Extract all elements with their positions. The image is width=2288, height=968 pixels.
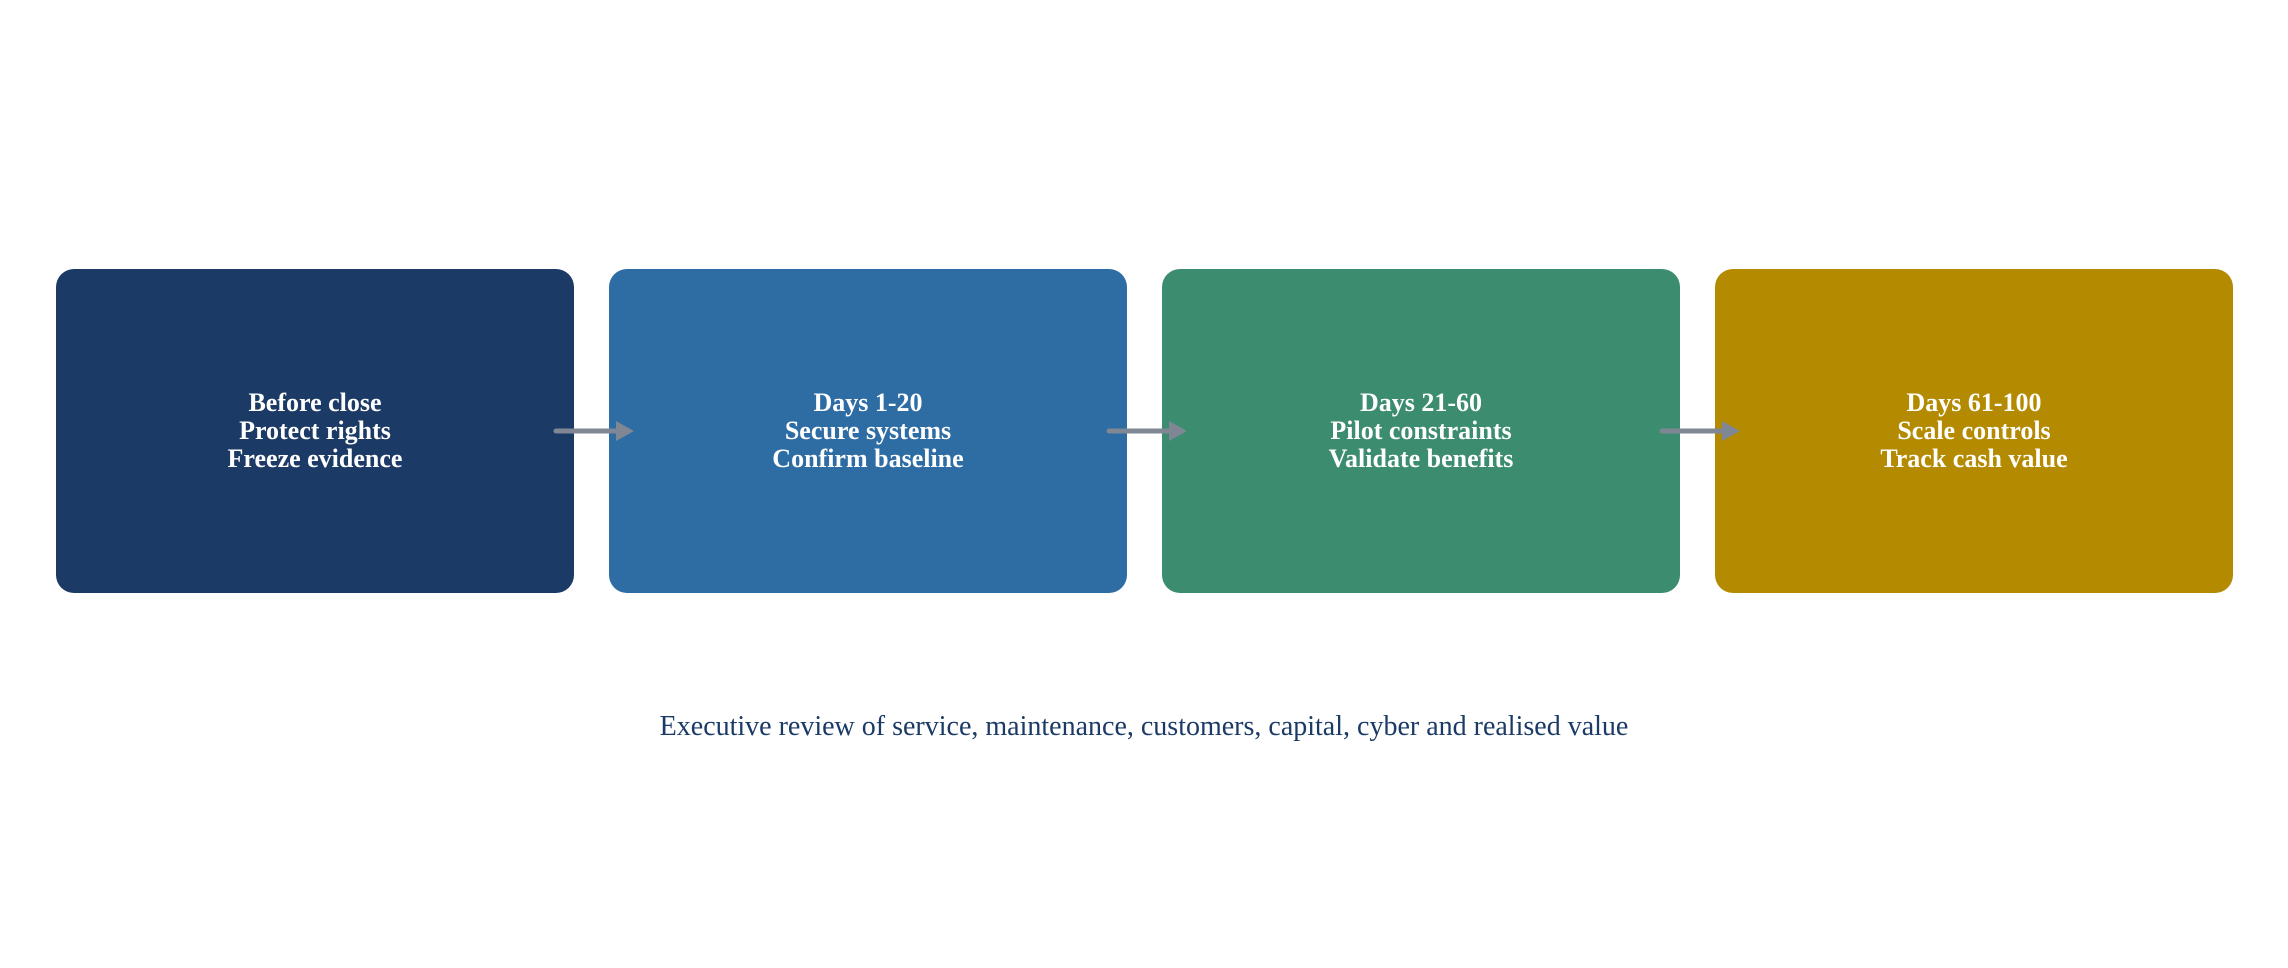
phase-box-days-61-100: Days 61-100 Scale controls Track cash va…: [1715, 269, 2233, 593]
phase-step-2: Confirm baseline: [772, 444, 964, 473]
phase-box-days-21-60: Days 21-60 Pilot constraints Validate be…: [1162, 269, 1680, 593]
phase-step-1: Protect rights: [239, 416, 391, 445]
phase-step-2: Freeze evidence: [227, 444, 403, 473]
phase-step-2: Track cash value: [1880, 444, 2068, 473]
phase-title: Before close: [248, 388, 382, 417]
phase-box-before-close: Before close Protect rights Freeze evide…: [56, 269, 574, 593]
phase-step-1: Scale controls: [1897, 416, 2051, 445]
summary-caption: Executive review of service, maintenance…: [659, 711, 1629, 742]
phase-title: Days 61-100: [1906, 388, 2042, 417]
phase-box-days-1-20: Days 1-20 Secure systems Confirm baselin…: [609, 269, 1127, 593]
phase-step-2: Validate benefits: [1328, 444, 1514, 473]
phase-title: Days 21-60: [1359, 388, 1483, 417]
phase-step-1: Pilot constraints: [1330, 416, 1512, 445]
phase-step-1: Secure systems: [784, 416, 952, 445]
phase-title: Days 1-20: [813, 388, 923, 417]
